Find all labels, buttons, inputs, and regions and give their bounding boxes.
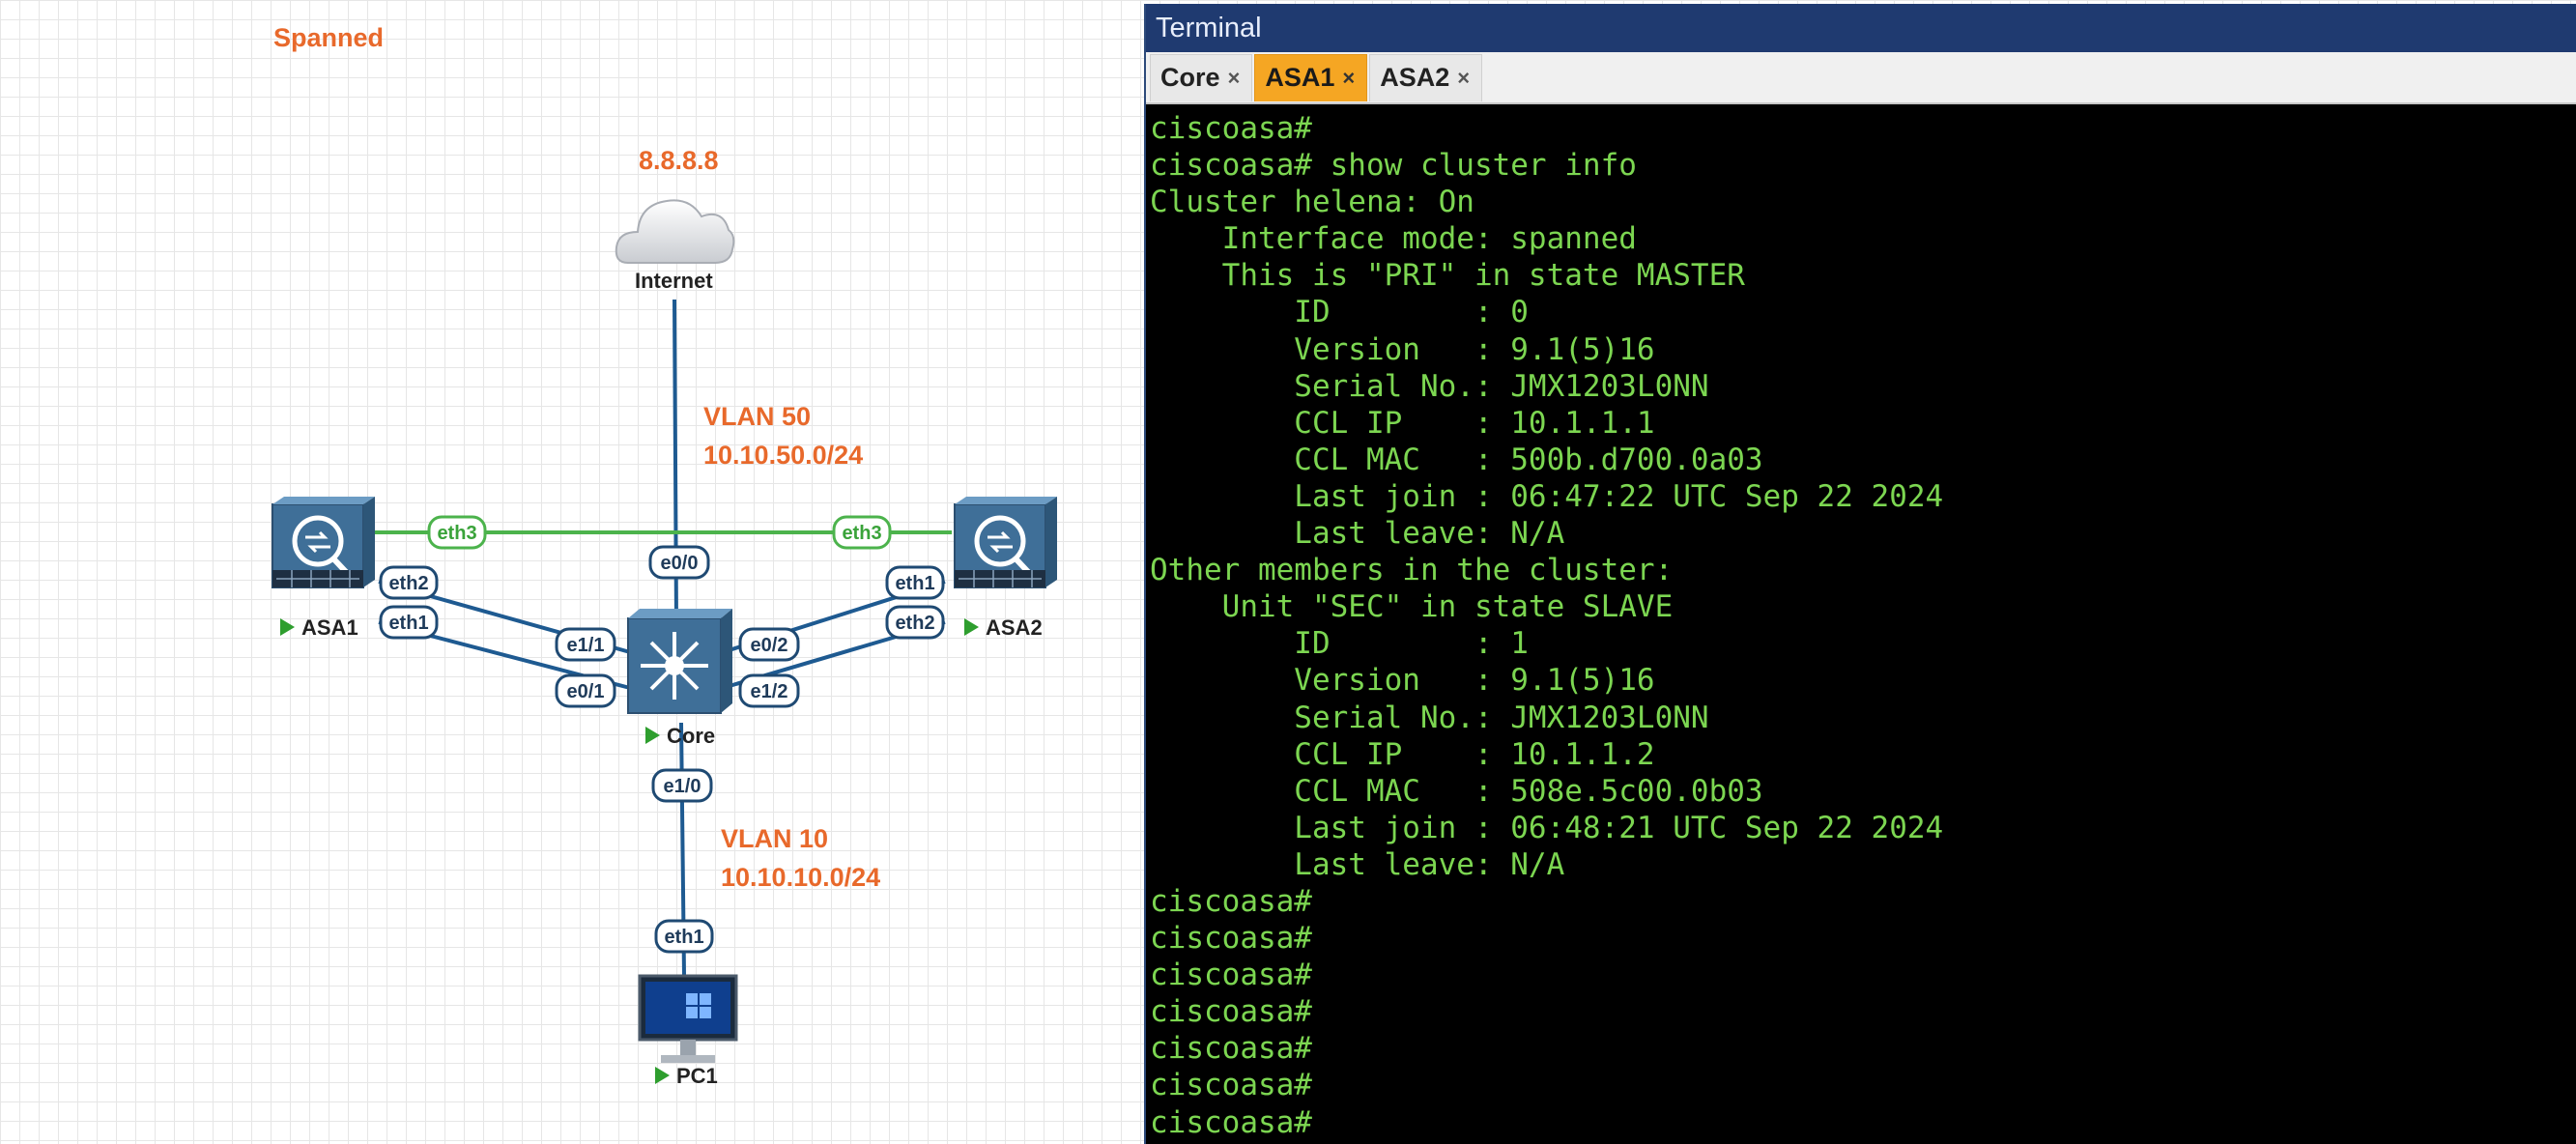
iface-pc1-eth1[interactable]: eth1 — [656, 921, 712, 952]
terminal-line: CCL MAC : 500b.d700.0a03 — [1150, 443, 1763, 477]
terminal-line: ciscoasa# — [1150, 1105, 1312, 1140]
core-label: Core — [667, 724, 715, 748]
iface-asa1-eth1[interactable]: eth1 — [381, 607, 437, 638]
iface-core-e0-0[interactable]: e0/0 — [650, 547, 708, 578]
terminal-output: ciscoasa# ciscoasa# show cluster info Cl… — [1150, 110, 2576, 1141]
svg-text:eth1: eth1 — [388, 613, 428, 634]
svg-text:eth2: eth2 — [895, 613, 934, 634]
play-icon — [645, 727, 660, 744]
terminal-line: This is "PRI" in state MASTER — [1150, 258, 1745, 293]
close-icon[interactable]: × — [1228, 66, 1241, 91]
terminal-line: Interface mode: spanned — [1150, 221, 1637, 256]
asa1-label: ASA1 — [301, 615, 358, 640]
tab-asa2[interactable]: ASA2 × — [1369, 54, 1482, 101]
terminal-line: Version : 9.1(5)16 — [1150, 663, 1655, 698]
terminal-line: ID : 0 — [1150, 295, 1529, 329]
terminal-titlebar[interactable]: Terminal — [1146, 4, 2576, 52]
terminal-line: Last join : 06:47:22 UTC Sep 22 2024 — [1150, 479, 1943, 514]
terminal-line: ciscoasa# — [1150, 111, 1312, 146]
svg-text:e0/2: e0/2 — [751, 635, 788, 656]
cloud-icon[interactable] — [616, 200, 734, 263]
vlan50-subnet-label: 10.10.50.0/24 — [703, 441, 863, 470]
terminal-window[interactable]: Terminal Core × ASA1 × ASA2 × ciscoasa# … — [1144, 4, 2576, 1144]
terminal-line: Cluster helena: On — [1150, 185, 1474, 219]
tab-asa1[interactable]: ASA1 × — [1254, 54, 1367, 101]
pc1-label: PC1 — [676, 1064, 718, 1088]
terminal-line: Unit "SEC" in state SLAVE — [1150, 589, 1673, 624]
play-icon — [655, 1067, 670, 1084]
tab-label: Core — [1160, 63, 1220, 93]
terminal-line: ciscoasa# — [1150, 884, 1312, 919]
terminal-line: ciscoasa# — [1150, 994, 1312, 1029]
terminal-title: Terminal — [1156, 13, 1262, 43]
tab-label: ASA1 — [1265, 63, 1334, 93]
monitor-icon[interactable] — [640, 976, 736, 1063]
terminal-tab-bar: Core × ASA1 × ASA2 × — [1146, 52, 2576, 104]
vlan50-label: VLAN 50 — [703, 402, 811, 431]
iface-core-e1-0[interactable]: e1/0 — [653, 770, 711, 801]
iface-asa1-eth3[interactable]: eth3 — [429, 517, 485, 548]
topology-canvas[interactable]: Spanned 8.8.8.8 Internet VLAN 50 10.10.5… — [0, 0, 1140, 1144]
terminal-line: CCL IP : 10.1.1.2 — [1150, 737, 1655, 772]
switch-icon[interactable] — [628, 609, 732, 713]
play-icon — [280, 618, 295, 636]
terminal-line: ID : 1 — [1150, 626, 1529, 661]
firewall-icon[interactable] — [955, 497, 1057, 587]
play-icon — [964, 618, 979, 636]
terminal-line: Last join : 06:48:21 UTC Sep 22 2024 — [1150, 811, 1943, 845]
terminal-line: ciscoasa# — [1150, 958, 1312, 992]
terminal-line: Other members in the cluster: — [1150, 553, 1673, 587]
svg-text:eth3: eth3 — [842, 523, 881, 544]
iface-core-e0-1[interactable]: e0/1 — [557, 675, 615, 706]
terminal-line: ciscoasa# show cluster info — [1150, 148, 1637, 183]
iface-asa1-eth2[interactable]: eth2 — [381, 567, 437, 598]
iface-core-e1-1[interactable]: e1/1 — [557, 629, 615, 660]
terminal-line: Serial No.: JMX1203L0NN — [1150, 701, 1709, 735]
iface-asa2-eth2[interactable]: eth2 — [887, 607, 943, 638]
tab-core[interactable]: Core × — [1150, 54, 1252, 101]
terminal-line: Last leave: N/A — [1150, 516, 1564, 551]
terminal-line: Serial No.: JMX1203L0NN — [1150, 369, 1709, 404]
svg-text:eth3: eth3 — [437, 523, 476, 544]
svg-text:e0/1: e0/1 — [567, 681, 605, 702]
iface-core-e0-2[interactable]: e0/2 — [740, 629, 798, 660]
diagram-title: Spanned — [273, 23, 384, 52]
terminal-line: ciscoasa# — [1150, 1068, 1312, 1102]
iface-core-e1-2[interactable]: e1/2 — [740, 675, 798, 706]
terminal-line: Last leave: N/A — [1150, 847, 1564, 882]
terminal-line: CCL IP : 10.1.1.1 — [1150, 406, 1655, 441]
terminal-line: ciscoasa# — [1150, 1031, 1312, 1066]
svg-text:e0/0: e0/0 — [661, 553, 699, 574]
svg-text:eth2: eth2 — [388, 573, 428, 594]
terminal-line: Version : 9.1(5)16 — [1150, 332, 1655, 367]
vlan10-label: VLAN 10 — [721, 824, 828, 853]
svg-text:e1/0: e1/0 — [664, 776, 701, 797]
vlan10-subnet-label: 10.10.10.0/24 — [721, 863, 880, 892]
terminal-line: ciscoasa# — [1150, 921, 1312, 956]
svg-text:eth1: eth1 — [895, 573, 934, 594]
svg-text:e1/1: e1/1 — [567, 635, 605, 656]
internet-ip-label: 8.8.8.8 — [639, 146, 719, 175]
close-icon[interactable]: × — [1457, 66, 1470, 91]
firewall-icon[interactable] — [272, 497, 375, 587]
svg-text:eth1: eth1 — [664, 927, 703, 948]
iface-asa2-eth1[interactable]: eth1 — [887, 567, 943, 598]
close-icon[interactable]: × — [1342, 66, 1355, 91]
asa2-label: ASA2 — [986, 615, 1043, 640]
iface-asa2-eth3[interactable]: eth3 — [834, 517, 890, 548]
internet-label: Internet — [635, 269, 713, 293]
svg-text:e1/2: e1/2 — [751, 681, 788, 702]
terminal-line: CCL MAC : 508e.5c00.0b03 — [1150, 774, 1763, 809]
terminal-output-area[interactable]: ciscoasa# ciscoasa# show cluster info Cl… — [1146, 104, 2576, 1144]
tab-label: ASA2 — [1380, 63, 1449, 93]
